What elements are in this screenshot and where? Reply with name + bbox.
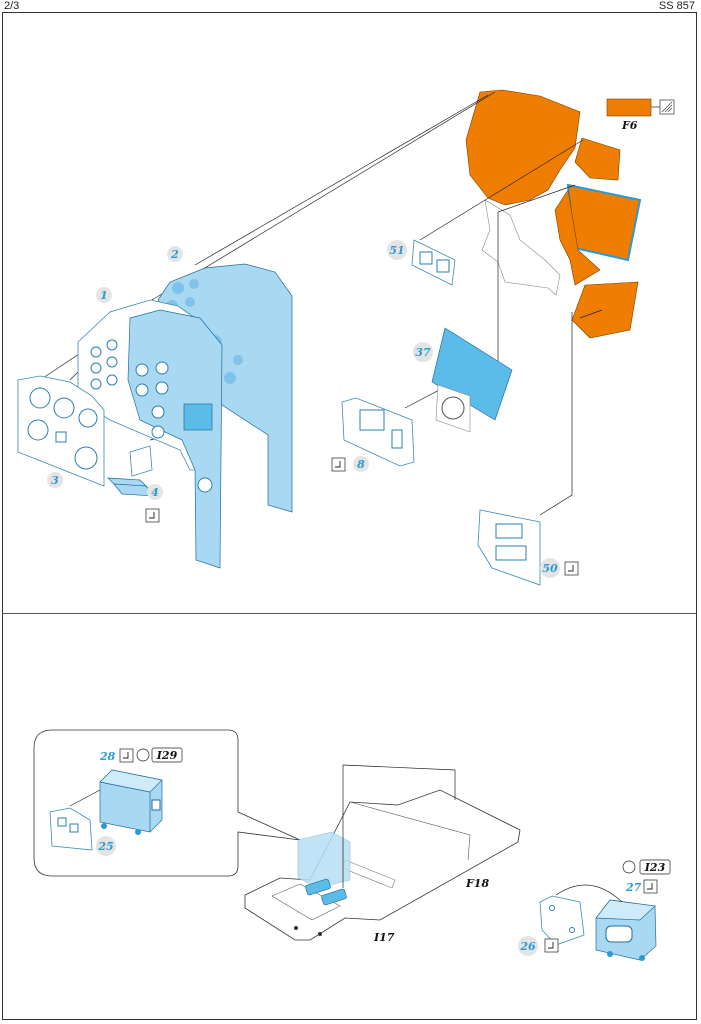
part-label-3: 3 — [47, 472, 63, 488]
svg-text:26: 26 — [519, 940, 536, 953]
fold-icon-27 — [643, 879, 658, 894]
svg-text:8: 8 — [357, 458, 365, 471]
ref-f18: F18 — [465, 877, 489, 890]
page-number: 2/3 — [4, 0, 20, 12]
part-51-panel — [411, 239, 456, 286]
ref-f6: F6 — [621, 119, 638, 132]
fold-icon-25 — [544, 938, 559, 953]
paint-icon-i23: I23 — [622, 859, 671, 875]
part-50-console — [477, 509, 541, 586]
part-1-instrument-panel-front — [77, 299, 223, 569]
part-3-gauge-plate — [17, 375, 105, 487]
svg-text:I29: I29 — [156, 749, 178, 762]
svg-text:51: 51 — [389, 244, 404, 257]
svg-text:1: 1 — [100, 289, 108, 302]
part-label-1: 1 — [96, 287, 112, 303]
svg-text:25: 25 — [97, 840, 113, 853]
svg-text:2: 2 — [170, 248, 179, 261]
part-label-51: 51 — [387, 240, 407, 260]
part-label-27: 27 — [625, 881, 642, 894]
part-label-2: 2 — [167, 246, 183, 262]
svg-text:I23: I23 — [644, 861, 666, 874]
part-label-25: 26 — [518, 936, 538, 956]
paint-icon-i29: I29 — [136, 747, 183, 763]
page-frame — [2, 12, 697, 1020]
part-4-pedals — [107, 445, 155, 497]
part-28-box — [99, 769, 163, 835]
part-37-screen — [431, 327, 513, 433]
section-divider — [2, 613, 697, 614]
part-25-bracket — [539, 895, 585, 946]
svg-text:27: 27 — [625, 881, 642, 894]
part-8-console — [341, 397, 415, 467]
part-label-8: 8 — [353, 456, 369, 472]
svg-text:3: 3 — [51, 474, 59, 487]
part-label-37: 37 — [413, 342, 433, 362]
svg-text:4: 4 — [151, 486, 159, 499]
part-label-4: 4 — [147, 484, 163, 500]
ref-i17: I17 — [373, 931, 395, 944]
svg-text:50: 50 — [542, 562, 558, 575]
cockpit-floor: F18 I17 — [244, 764, 521, 944]
color-swatch-f6: F6 — [606, 98, 675, 132]
cockpit-bulkhead — [465, 89, 642, 339]
svg-text:37: 37 — [415, 346, 431, 359]
svg-text:28: 28 — [99, 750, 116, 763]
set-code: SS 857 — [658, 0, 695, 12]
part-27-box — [555, 884, 657, 961]
part-label-26: 25 — [96, 836, 116, 856]
part-label-50: 50 — [540, 558, 560, 578]
part-26-plate — [49, 789, 101, 851]
fold-icon — [145, 457, 579, 576]
part-label-28: 28 — [99, 750, 116, 763]
fold-icon-28 — [119, 748, 134, 763]
